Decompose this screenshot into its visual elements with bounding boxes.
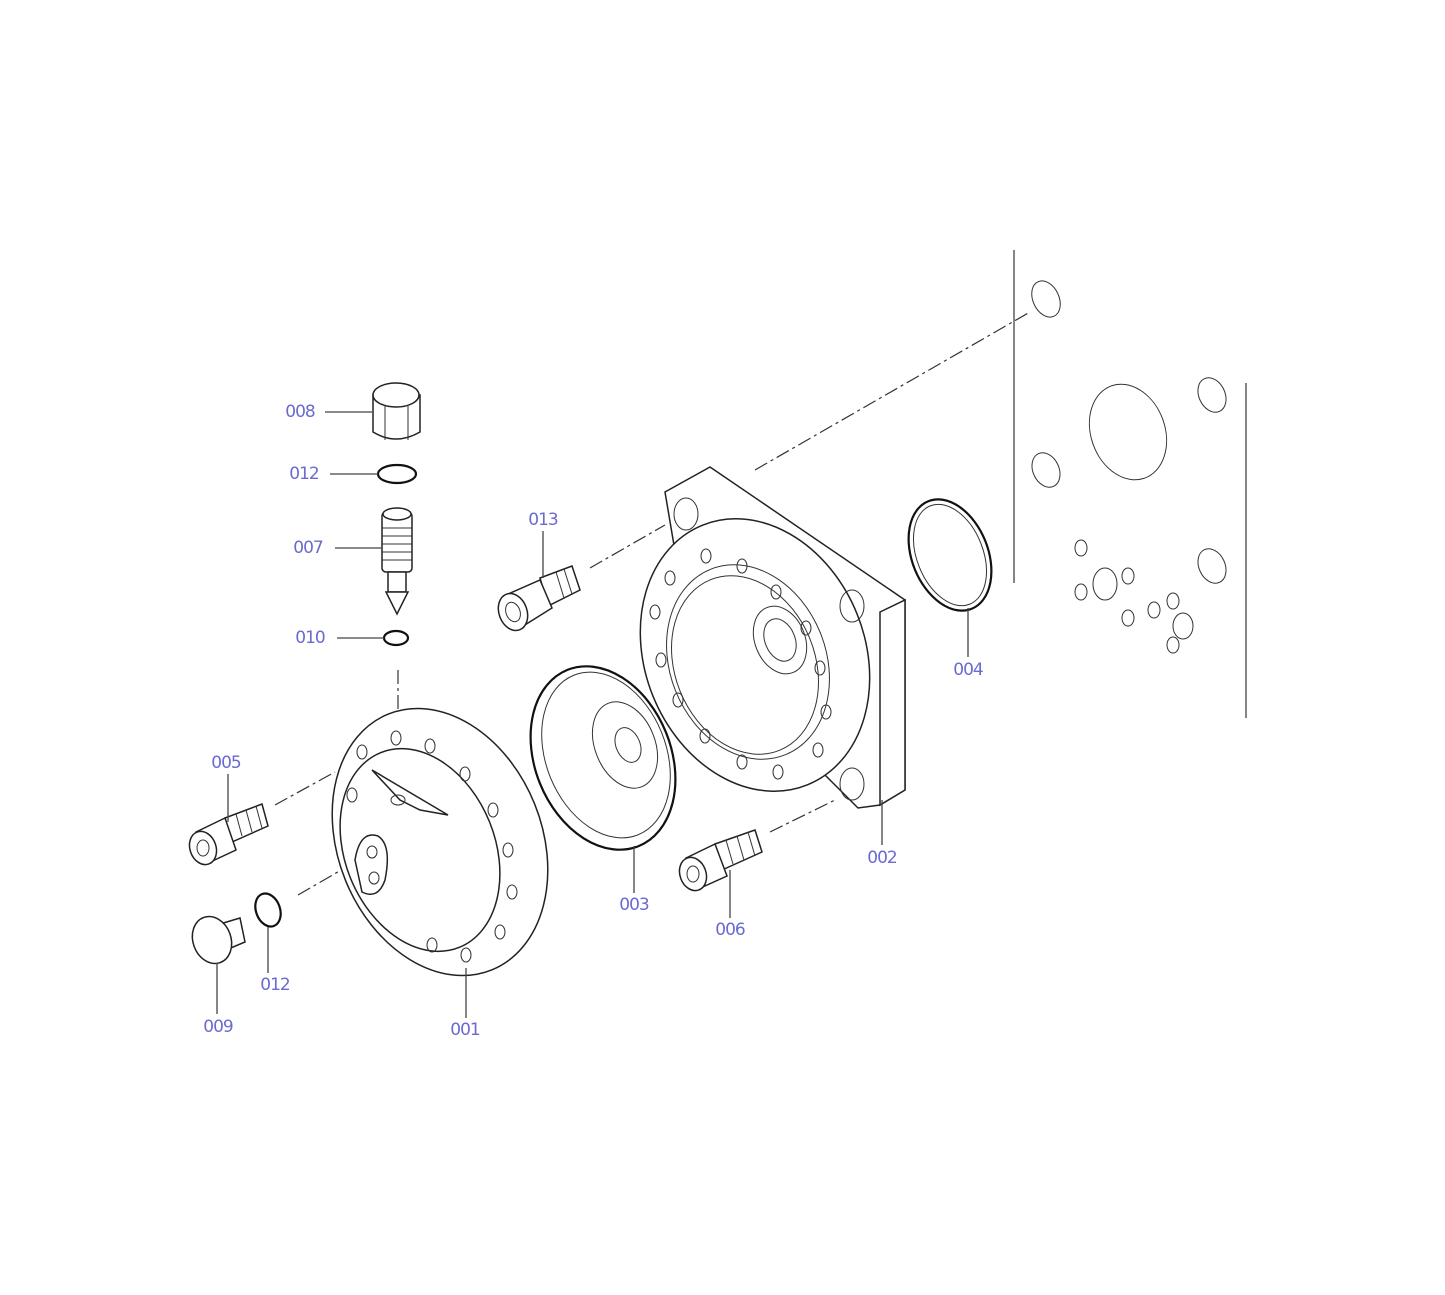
callout-010: 010 [295,628,325,648]
callout-004: 004 [953,660,983,680]
callout-001: 001 [450,1020,480,1040]
part-010-o-ring[interactable] [382,629,410,647]
mounting-plate [1013,250,1247,718]
part-001-cover[interactable] [294,676,587,1008]
part-012-o-ring[interactable] [376,463,418,485]
callout-009: 009 [203,1017,233,1037]
part-006-bolt[interactable] [675,829,763,894]
callout-005: 005 [211,753,241,773]
part-005-bolt[interactable] [185,803,269,868]
callout-008: 008 [285,402,315,422]
leader-lines [216,411,969,1018]
callout-012-2: 012 [260,975,290,995]
part-004-seal-ring[interactable] [893,487,1007,623]
part-002-housing[interactable] [601,466,910,826]
callout-003: 003 [619,895,649,915]
part-009-plug[interactable] [186,911,246,969]
callout-006: 006 [715,920,745,940]
part-003-seal-plate[interactable] [504,644,701,871]
callout-labels: 008 012 007 010 013 005 012 009 001 003 … [203,402,984,1040]
callout-012: 012 [289,464,319,484]
callout-007: 007 [293,538,323,558]
callout-013: 013 [528,510,558,530]
part-008-cap[interactable] [372,382,421,440]
callout-002: 002 [867,848,897,868]
part-007-valve[interactable] [381,507,413,616]
part-013-fitting[interactable] [493,565,581,635]
part-012-o-ring-2[interactable] [251,890,285,930]
